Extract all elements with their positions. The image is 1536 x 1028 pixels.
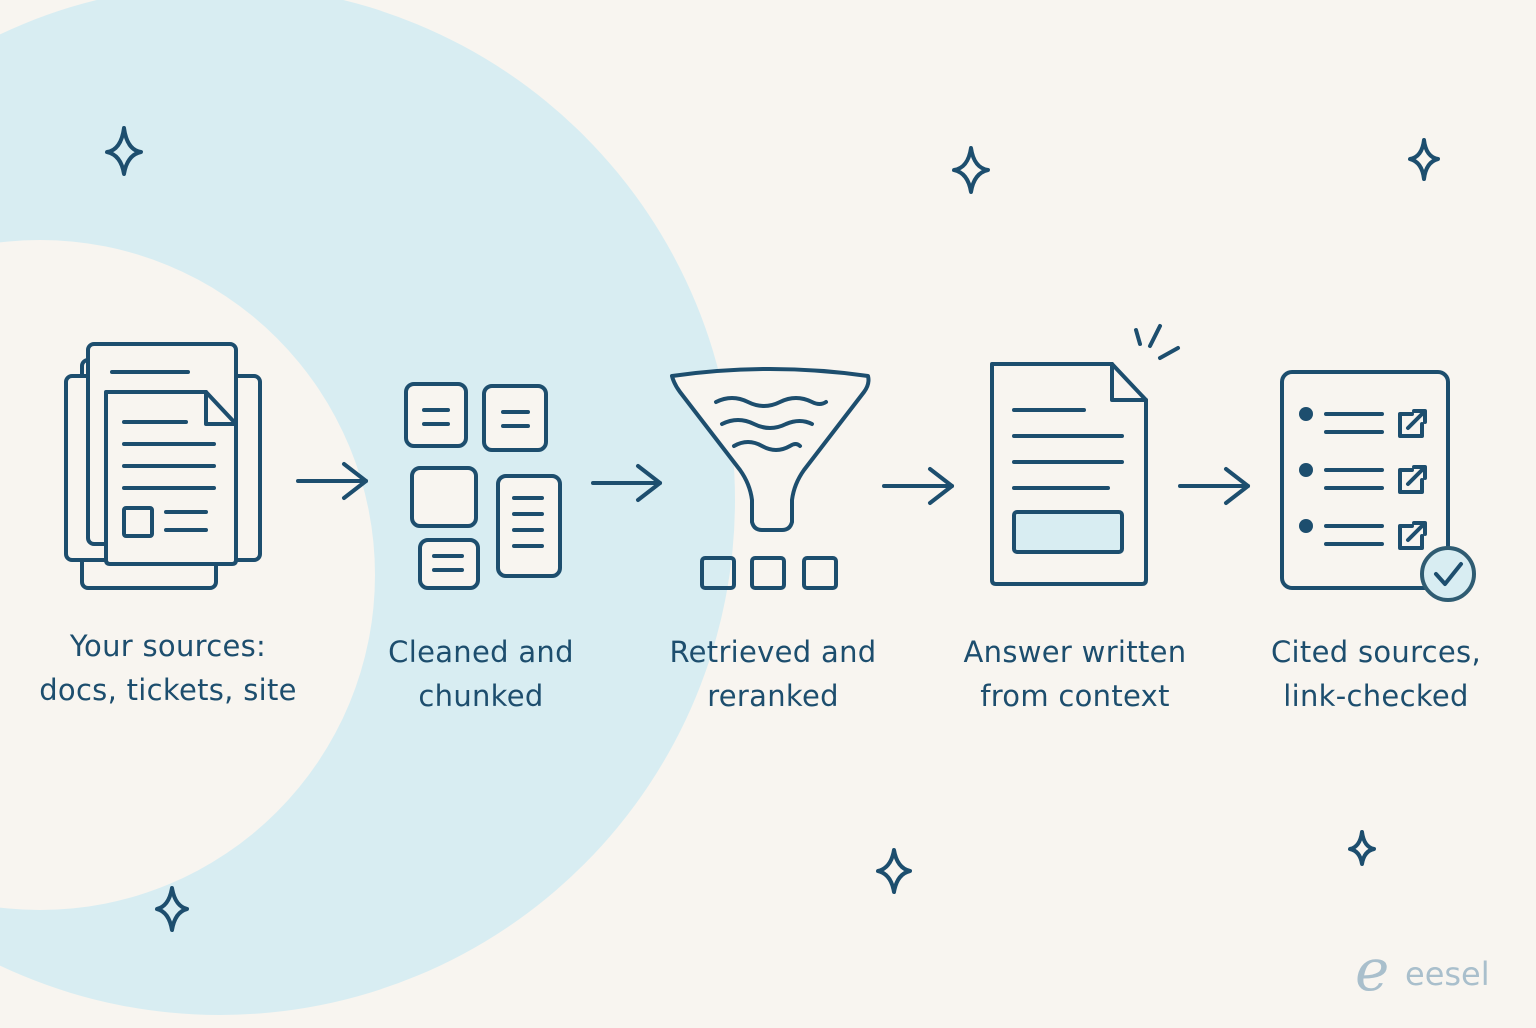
logo-mark: e: [1355, 936, 1390, 1004]
external-link-icon: [1398, 521, 1427, 550]
arrow-right-icon: [882, 467, 954, 505]
sparkle-icon: [1348, 830, 1376, 866]
stacked-documents-icon: [64, 342, 262, 590]
arrow-right-icon: [591, 464, 662, 502]
step-label-cited: Cited sources, link-checked: [1271, 635, 1481, 713]
sparkle-icon: [952, 146, 990, 194]
step-label-answer: Answer written from context: [963, 635, 1187, 713]
arrow-right-icon: [1178, 467, 1250, 505]
flow-arrows: [296, 462, 1250, 505]
cited-list-icon: [1280, 370, 1476, 602]
funnel-icon: [670, 367, 871, 590]
step-label-cleaned: Cleaned and chunked: [388, 635, 574, 713]
logo-wordmark: eesel: [1405, 955, 1490, 993]
sparkle-icon: [1408, 138, 1440, 181]
chunks-grid-icon: [404, 382, 562, 590]
check-badge-icon: [1420, 546, 1476, 602]
sparkle-icon: [876, 848, 912, 894]
external-link-icon: [1398, 409, 1427, 438]
brand-logo: e eesel: [1355, 940, 1515, 1000]
answer-document-icon: [990, 324, 1180, 586]
sparkle-icon: [155, 886, 189, 932]
sparkle-icon: [105, 126, 143, 176]
arrow-right-icon: [296, 462, 368, 500]
step-label-retrieved: Retrieved and reranked: [669, 635, 877, 713]
step-label-sources: Your sources: docs, tickets, site: [39, 629, 297, 707]
sparkles: [105, 126, 1440, 932]
external-link-icon: [1398, 465, 1427, 494]
